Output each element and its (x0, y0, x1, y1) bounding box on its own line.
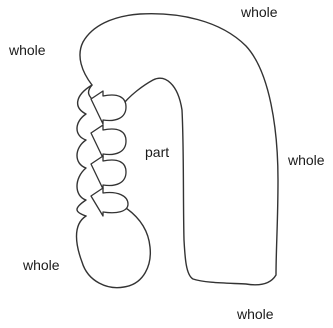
part-arrow-2 (91, 125, 126, 158)
label-whole-bottom-right: whole (236, 306, 274, 322)
label-whole-bottom-left: whole (22, 257, 60, 273)
label-whole-top-left: whole (8, 42, 46, 58)
part-arrow-1 (91, 91, 126, 124)
wavy-boundary (77, 85, 92, 216)
part-arrows (91, 91, 128, 216)
label-whole-top-right: whole (240, 4, 278, 20)
part-arrow-4 (91, 188, 128, 216)
label-part: part (145, 144, 169, 160)
part-arrow-3 (91, 156, 126, 189)
label-whole-right: whole (287, 152, 325, 168)
